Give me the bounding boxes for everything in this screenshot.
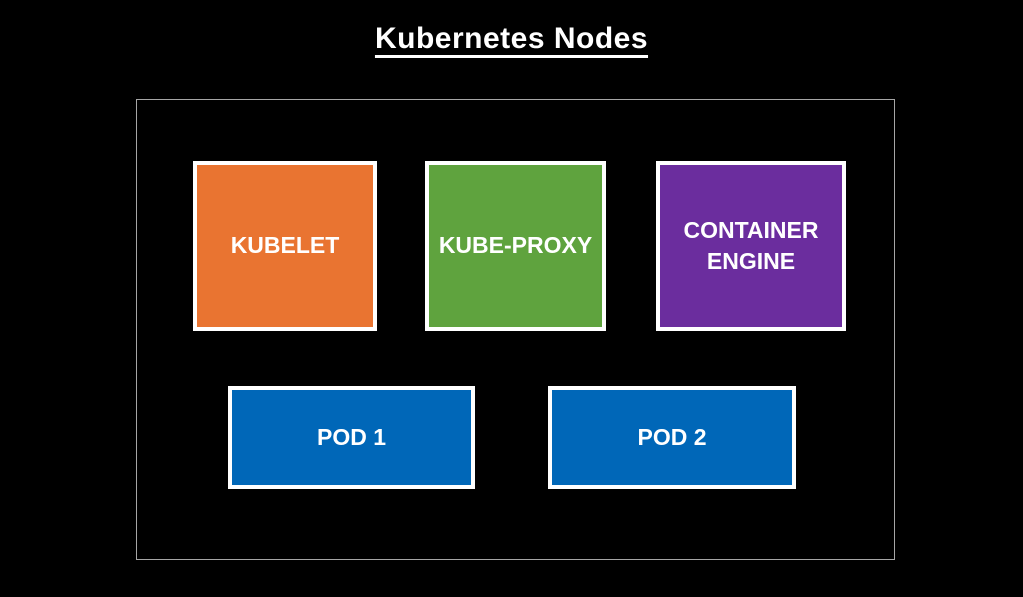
container-engine-box: CONTAINER ENGINE <box>656 161 846 331</box>
node-frame: KUBELET KUBE-PROXY CONTAINER ENGINE POD … <box>136 99 895 560</box>
pod-1-box: POD 1 <box>228 386 475 489</box>
pod-2-box: POD 2 <box>548 386 796 489</box>
pod-2-label: POD 2 <box>637 423 707 450</box>
pod-1-label: POD 1 <box>316 423 387 450</box>
kube-proxy-label: KUBE-PROXY <box>438 232 593 259</box>
diagram-title: Kubernetes Nodes <box>374 22 649 55</box>
container-engine-label: CONTAINER ENGINE <box>683 216 819 274</box>
kube-proxy-box: KUBE-PROXY <box>425 161 606 331</box>
kubelet-label: KUBELET <box>230 232 340 259</box>
kubelet-box: KUBELET <box>193 161 377 331</box>
